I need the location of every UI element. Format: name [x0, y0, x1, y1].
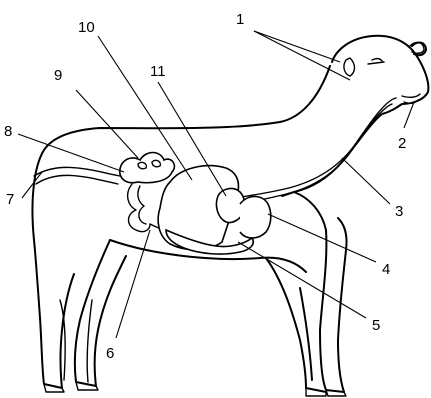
label-6: 6 — [106, 345, 114, 362]
label-5: 5 — [372, 317, 380, 334]
label-11: 11 — [150, 63, 166, 80]
front-leg-outline — [266, 258, 326, 392]
head-horn — [344, 58, 355, 76]
leader-5 — [238, 242, 366, 318]
large-intestine-coil — [120, 153, 175, 183]
leader-3 — [342, 158, 390, 204]
sheep-body-outline — [282, 36, 428, 392]
hind-leg-outline — [75, 240, 126, 386]
label-8: 8 — [4, 123, 12, 140]
label-4: 4 — [382, 261, 390, 278]
leader-1a — [254, 31, 340, 62]
head-ear — [410, 43, 424, 54]
label-10: 10 — [78, 19, 95, 36]
label-7: 7 — [6, 191, 14, 208]
head-eye — [368, 59, 384, 64]
label-2: 2 — [398, 135, 406, 152]
label-1: 1 — [236, 11, 244, 28]
label-9: 9 — [54, 67, 62, 84]
leader-2 — [404, 102, 414, 128]
omasum — [240, 197, 271, 239]
leader-8 — [18, 134, 124, 172]
label-3: 3 — [395, 203, 403, 220]
rectum-inner — [36, 175, 118, 184]
leader-9 — [76, 90, 138, 158]
leader-7 — [22, 172, 42, 198]
leader-4 — [268, 214, 376, 262]
esophagus-inner — [238, 104, 392, 204]
